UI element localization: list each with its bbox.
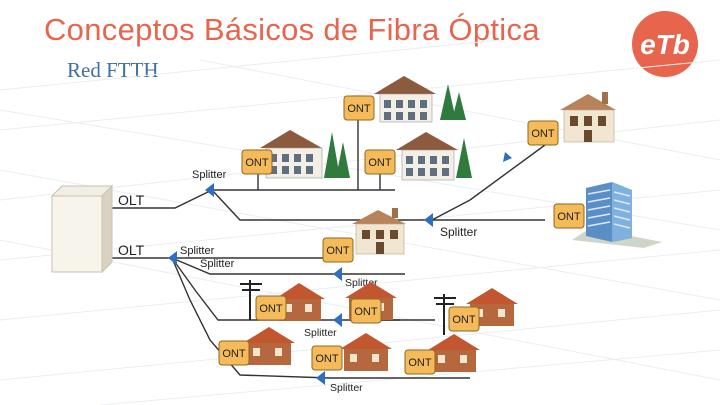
fiber-splitter1-middle: [211, 189, 432, 221]
office-building-icon: [572, 182, 662, 248]
slide-subtitle: Red FTTH: [67, 58, 159, 82]
splitter-label: Splitter: [440, 225, 477, 239]
ont-label: ONT: [222, 348, 246, 360]
ont-box: ONT: [553, 203, 585, 229]
slide-title: Conceptos Básicos de Fibra Óptica: [44, 12, 540, 47]
splitter-label: Splitter: [330, 382, 363, 394]
brick-house-icon: [340, 333, 392, 371]
splitter-label: Splitter: [192, 169, 227, 181]
utility-pole-right: [434, 294, 456, 335]
fiber-olt1-splitter1: [112, 189, 213, 209]
ont-box: ONT: [255, 295, 287, 321]
fiber-splitter2-join: [431, 199, 471, 221]
splitter-label: Splitter: [200, 258, 235, 270]
splitter-arrow-icon: [424, 213, 433, 227]
splitter-arrow-icon: [168, 251, 177, 265]
olt-label: OLT: [118, 192, 145, 208]
splitter-arrows: [168, 152, 512, 385]
splitter-label: Splitter: [180, 245, 215, 257]
ont-label: ONT: [368, 157, 392, 169]
villa-house-icon: [352, 208, 406, 255]
etb-logo: eTb: [632, 11, 698, 77]
ont-box: ONT: [218, 340, 250, 366]
villa-house-icon: [560, 92, 616, 143]
chalet-house-icon: [260, 130, 350, 179]
ont-label: ONT: [315, 353, 339, 365]
logo-text: eTb: [640, 29, 690, 60]
brick-house-icon: [243, 327, 295, 365]
ont-label: ONT: [557, 211, 581, 223]
splitter-arrow-icon: [205, 183, 214, 197]
olt-cabinet: [50, 184, 114, 274]
splitter-arrow-icon: [503, 152, 512, 162]
ont-box: ONT: [527, 120, 559, 146]
splitter-label: Splitter: [304, 327, 337, 339]
ont-label: ONT: [245, 157, 269, 169]
brick-house-icon: [275, 283, 325, 321]
fiber-splitter2-house: [469, 144, 546, 201]
olt-label: OLT: [118, 242, 145, 258]
splitter-arrow-icon: [333, 267, 342, 281]
splitter-arrow-icon: [316, 371, 325, 385]
ont-label: ONT: [347, 103, 371, 115]
ont-label: ONT: [326, 245, 350, 257]
ont-box: ONT: [322, 237, 354, 263]
ont-label: ONT: [452, 314, 476, 326]
ont-box: ONT: [448, 306, 480, 332]
ont-label: ONT: [354, 306, 378, 318]
chalet-house-icon: [374, 76, 466, 123]
ont-box: ONT: [364, 149, 396, 175]
chalet-house-icon: [396, 132, 472, 181]
ont-label: ONT: [408, 357, 432, 369]
logo-circle: [632, 11, 698, 77]
ont-box: ONT: [311, 345, 343, 371]
ont-label: ONT: [531, 128, 555, 140]
ont-label: ONT: [259, 303, 283, 315]
ont-box: ONT: [241, 149, 273, 175]
utility-pole-left: [240, 280, 262, 320]
splitter-arrow-icon: [333, 313, 342, 327]
ont-box: ONT: [404, 349, 436, 375]
brick-house-icon: [428, 334, 480, 372]
ont-box: ONT: [350, 298, 382, 324]
brick-house-icon: [466, 288, 518, 326]
ont-box: ONT: [343, 95, 375, 121]
